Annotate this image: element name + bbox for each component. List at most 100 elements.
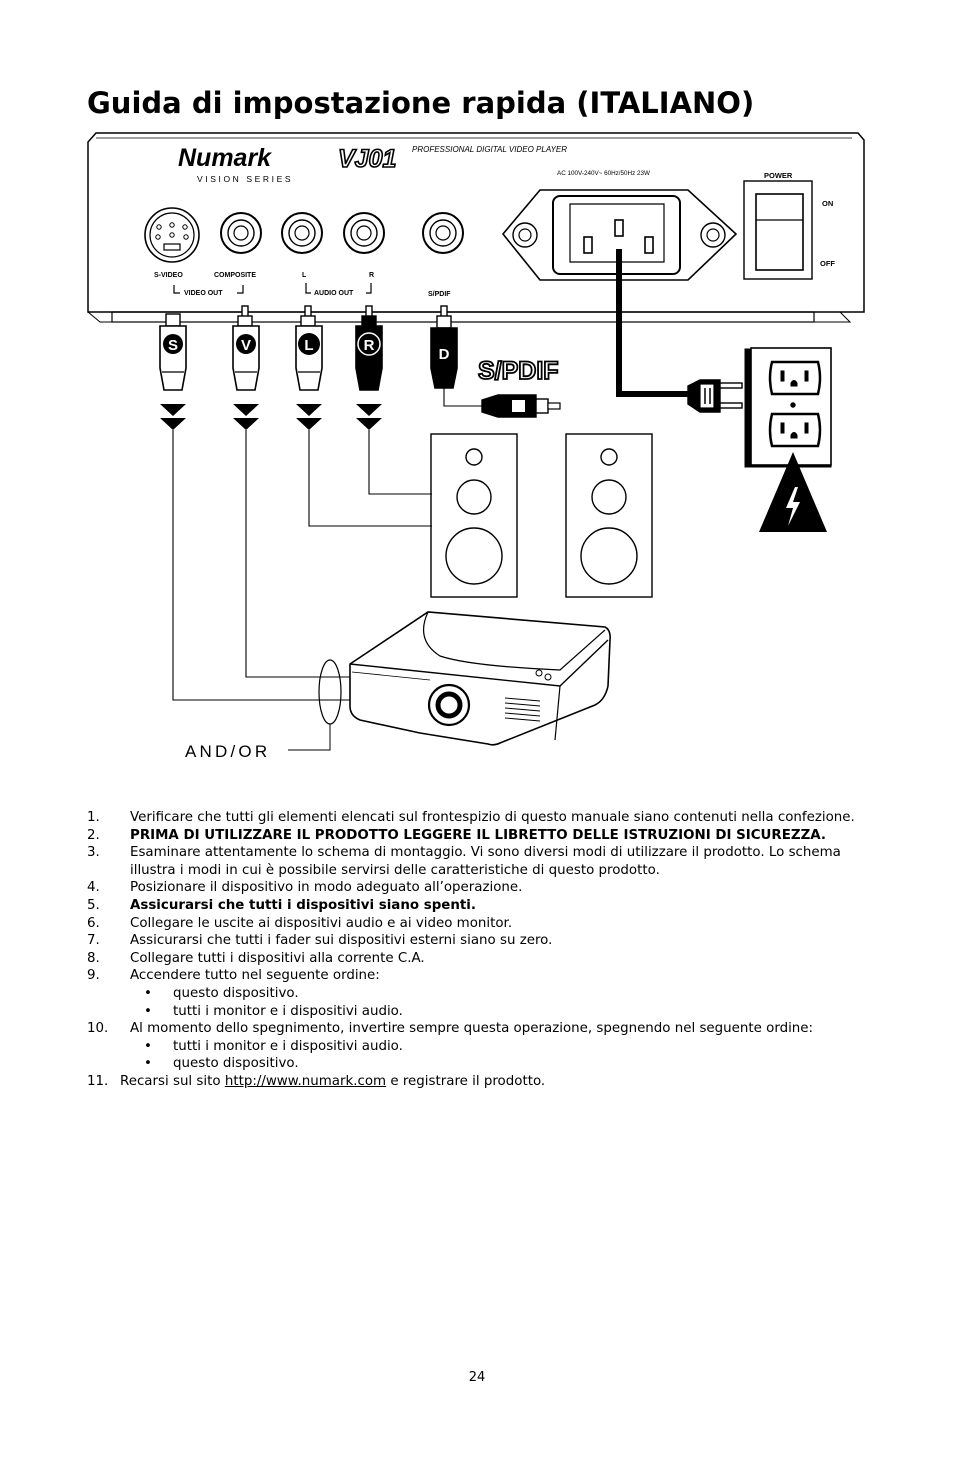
audio-l-jack — [281, 212, 323, 254]
input-ellipse — [318, 659, 342, 725]
step-text: Assicurarsi che tutti i fader sui dispos… — [130, 933, 553, 949]
page-title: Guida di impostazione rapida (ITALIANO) — [87, 86, 755, 120]
on-label: ON — [822, 199, 833, 208]
plug-l-badge — [298, 333, 320, 355]
power-cable — [616, 249, 690, 397]
list-item: 9. Accendere tutto nel seguente ordine: — [87, 967, 857, 985]
spdif-jack — [422, 212, 464, 254]
plug-v-badge — [236, 334, 256, 354]
step-number: 8. — [87, 950, 100, 966]
bullet-marker: • — [144, 1038, 152, 1054]
step-text-pre: Recarsi sul sito — [120, 1073, 221, 1089]
list-item: 11. Recarsi sul sito http://www.numark.c… — [87, 1073, 857, 1091]
numark-website-link[interactable]: http://www.numark.com — [224, 1073, 387, 1089]
plug-d — [430, 305, 458, 389]
step-text: Verificare che tutti gli elementi elenca… — [130, 810, 855, 825]
power-rating: AC 100V-240V~ 60Hz/50Hz 23W — [557, 170, 650, 177]
bullet-item: • questo dispositivo. — [87, 985, 857, 1003]
brand-logo: Numark — [178, 144, 272, 172]
plug-d-horizontal — [481, 394, 561, 418]
power-switch — [743, 180, 813, 280]
warning-icon — [759, 452, 827, 532]
step-text: Al momento dello spegnimento, invertire … — [130, 1021, 814, 1037]
video-out-label: VIDEO OUT — [184, 290, 223, 297]
instruction-list: 1. Verificare che tutti gli elementi ele… — [87, 809, 857, 1091]
step-text: Collegare le uscite ai dispositivi audio… — [130, 915, 513, 931]
power-label: POWER — [764, 171, 793, 180]
model-description: PROFESSIONAL DIGITAL VIDEO PLAYER — [412, 145, 567, 154]
bullet-text: tutti i monitor e i dispositivi audio. — [173, 1003, 403, 1019]
step-number: 6. — [87, 915, 100, 931]
step-number: 1. — [87, 810, 100, 825]
bullet-item: • tutti i monitor e i dispositivi audio. — [87, 1038, 857, 1056]
svideo-jack — [144, 207, 200, 263]
page-number: 24 — [468, 1370, 486, 1385]
list-item: 1. Verificare che tutti gli elementi ele… — [87, 809, 857, 827]
composite-jack — [220, 212, 262, 254]
speaker-right — [565, 433, 653, 598]
list-item: 5. Assicurarsi che tutti i dispositivi s… — [87, 897, 857, 915]
list-item: 8. Collegare tutti i dispositivi alla co… — [87, 950, 857, 968]
bullet-marker: • — [144, 1003, 152, 1019]
step-text-post: e registrare il prodotto. — [390, 1073, 546, 1089]
step-number: 5. — [87, 897, 100, 913]
video-out-bracket — [173, 285, 244, 294]
brand-subtitle: VISION SERIES — [197, 174, 293, 184]
rear-panel — [87, 132, 865, 323]
model-logo: VJ01 — [338, 145, 396, 173]
spdif-big-label: S/PDIF — [478, 357, 559, 385]
audio-r-jack — [343, 212, 385, 254]
bullet-marker: • — [144, 985, 152, 1001]
plug-v-letter: V — [241, 337, 251, 354]
step-text: Assicurarsi che tutti i dispositivi sian… — [130, 897, 476, 913]
and-or-leader — [288, 724, 331, 751]
step-text: Posizionare il dispositivo in modo adegu… — [130, 880, 523, 896]
l-label: L — [302, 272, 307, 279]
step-text: Collegare tutti i dispositivi alla corre… — [130, 950, 425, 966]
plug-l-letter: L — [304, 337, 313, 354]
step-number: 3. — [87, 845, 100, 861]
list-item: 10. Al momento dello spegnimento, invert… — [87, 1020, 857, 1038]
bullet-text: questo dispositivo. — [173, 1056, 299, 1072]
step-number: 4. — [87, 880, 100, 896]
step-text: Recarsi sul sito http://www.numark.com e… — [120, 1073, 857, 1091]
step-number: 9. — [87, 968, 100, 984]
step-text: Esaminare attentamente lo schema di mont… — [130, 845, 841, 878]
list-item: 6. Collegare le uscite ai dispositivi au… — [87, 915, 857, 933]
and-or-label: AND/OR — [185, 742, 270, 761]
audio-out-label: AUDIO OUT — [314, 290, 354, 297]
spdif-small-label: S/PDIF — [428, 291, 451, 298]
wall-outlet — [744, 347, 832, 468]
composite-label: COMPOSITE — [214, 272, 256, 279]
step-text: Accendere tutto nel seguente ordine: — [130, 968, 380, 984]
step-text: PRIMA DI UTILIZZARE IL PRODOTTO LEGGERE … — [130, 827, 827, 843]
arrows — [160, 404, 382, 430]
plug-r-badge — [357, 332, 381, 356]
plug-r-letter: R — [364, 337, 375, 354]
bullet-text: tutti i monitor e i dispositivi audio. — [173, 1038, 403, 1054]
list-item: 3. Esaminare attentamente lo schema di m… — [87, 844, 857, 879]
plug-s-badge — [163, 334, 183, 354]
list-item: 2. PRIMA DI UTILIZZARE IL PRODOTTO LEGGE… — [87, 827, 857, 845]
step-number: 2. — [87, 827, 100, 843]
step-number: 10. — [87, 1021, 109, 1037]
plug-d-letter: D — [439, 346, 450, 363]
bullet-item: • tutti i monitor e i dispositivi audio. — [87, 1003, 857, 1021]
off-label: OFF — [820, 259, 835, 268]
connection-diagram: Numark VISION SERIES VJ01 PROFESSIONAL D… — [87, 132, 865, 761]
bullet-text: questo dispositivo. — [173, 985, 299, 1001]
cables — [172, 388, 482, 701]
r-label: R — [369, 272, 374, 279]
power-inlet — [501, 189, 738, 281]
svideo-label: S-VIDEO — [154, 272, 183, 279]
speaker-left — [430, 433, 518, 598]
power-plug — [687, 379, 743, 413]
plug-s-letter: S — [168, 337, 178, 354]
bullet-item: • questo dispositivo. — [87, 1055, 857, 1073]
list-item: 7. Assicurarsi che tutti i fader sui dis… — [87, 932, 857, 950]
step-number: 7. — [87, 933, 100, 949]
step-number: 11. — [87, 1073, 109, 1089]
projector — [349, 611, 611, 746]
bullet-marker: • — [144, 1056, 152, 1072]
list-item: 4. Posizionare il dispositivo in modo ad… — [87, 879, 857, 897]
